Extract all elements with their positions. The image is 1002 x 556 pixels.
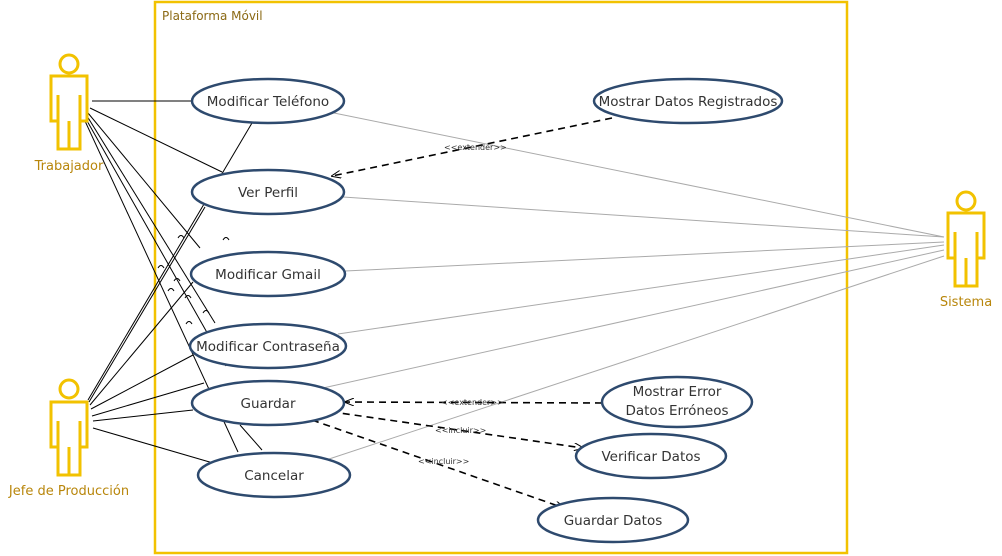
usecase-mostrar-datos-registrados[interactable]: Mostrar Datos Registrados <box>592 77 784 125</box>
svg-text:Guardar: Guardar <box>241 396 296 412</box>
usecase-cancelar[interactable]: Cancelar <box>196 451 352 499</box>
svg-text:Modificar Contraseña: Modificar Contraseña <box>196 339 340 355</box>
usecase-modificar-gmail[interactable]: Modificar Gmail <box>189 250 347 298</box>
actor-jefe-produccion-label: Jefe de Producción <box>8 484 129 499</box>
extender-label-1: <<extender>> <box>444 143 507 152</box>
svg-text:Cancelar: Cancelar <box>244 468 304 484</box>
usecase-guardar[interactable]: Guardar <box>190 379 346 427</box>
jefe-associations <box>87 122 263 464</box>
actor-trabajador-label: Trabajador <box>34 159 104 174</box>
actor-sistema-icon[interactable] <box>946 190 986 288</box>
svg-text:Mostrar Datos Registrados: Mostrar Datos Registrados <box>599 94 778 110</box>
actor-sistema-label: Sistema <box>940 295 992 310</box>
svg-text:Ver Perfil: Ver Perfil <box>238 185 298 201</box>
usecase-modificar-contrasena[interactable]: Modificar Contraseña <box>188 322 348 370</box>
line-crossing-arcs <box>157 235 230 325</box>
svg-text:Guardar Datos: Guardar Datos <box>564 513 663 529</box>
sistema-associations <box>322 112 945 462</box>
usecase-modificar-telefono[interactable]: Modificar Teléfono <box>190 77 346 125</box>
usecase-ver-perfil[interactable]: Ver Perfil <box>190 168 346 216</box>
incluir-label-2: <<incluir>> <box>418 457 469 466</box>
actor-jefe-produccion-icon[interactable] <box>49 378 89 477</box>
usecase-guardar-datos[interactable]: Guardar Datos <box>536 496 690 544</box>
svg-text:Datos Erróneos: Datos Erróneos <box>625 403 728 419</box>
incluir-label-1: <<incluir>> <box>435 426 486 435</box>
system-title: Plataforma Móvil <box>162 9 263 23</box>
system-boundary <box>153 0 849 555</box>
svg-text:Modificar Gmail: Modificar Gmail <box>215 267 321 283</box>
extender-label-2: <<extender>> <box>441 398 504 407</box>
svg-text:Modificar Teléfono: Modificar Teléfono <box>207 94 329 110</box>
svg-text:Mostrar Error: Mostrar Error <box>633 384 722 400</box>
usecase-verificar-datos[interactable]: Verificar Datos <box>574 432 728 480</box>
dashed-relations <box>311 117 613 508</box>
usecase-mostrar-error[interactable]: Mostrar Error Datos Erróneos <box>600 375 754 429</box>
svg-text:Verificar Datos: Verificar Datos <box>601 449 700 465</box>
actor-trabajador-icon[interactable] <box>49 53 89 151</box>
